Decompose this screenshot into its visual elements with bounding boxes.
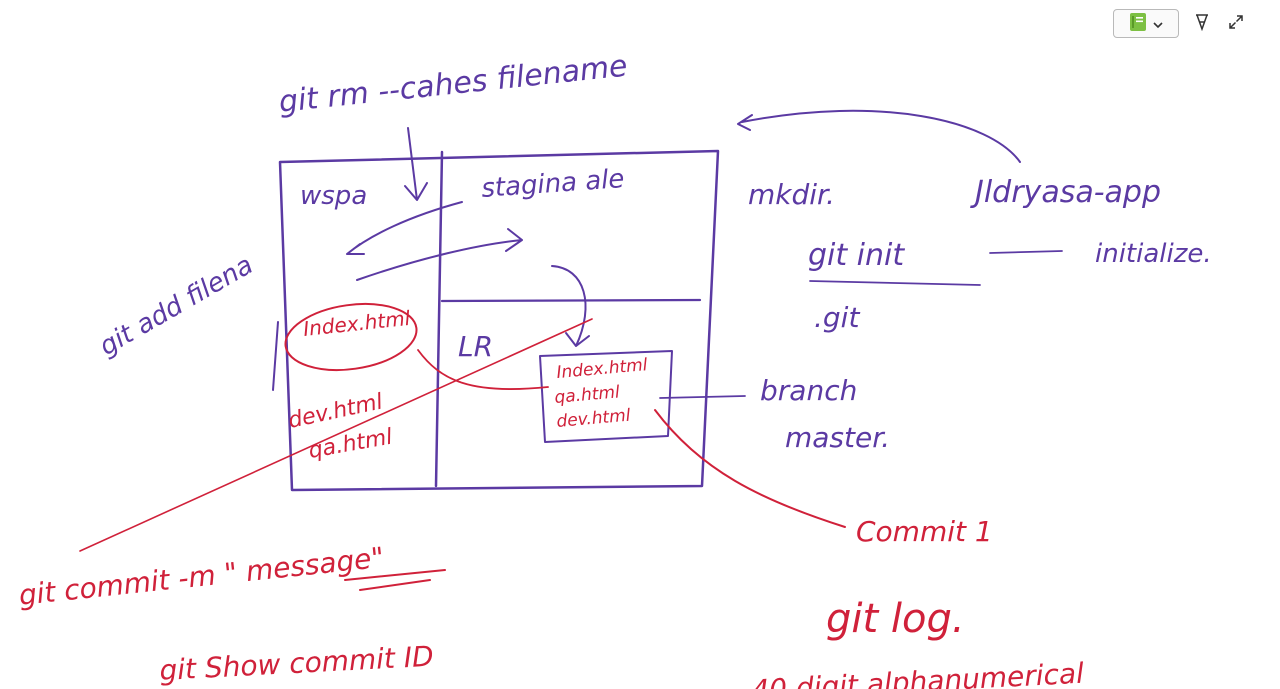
staging-to-ws-arrow [346,201,463,255]
ws-file-index: Index.html [302,306,412,341]
expand-icon [1228,14,1244,34]
git-show-text: git Show commit ID [159,640,435,687]
lr-file-qa: qa.html [554,382,621,408]
folder-name-text: Jldryasa-app [970,175,1161,210]
git-log-text: git log. [826,596,965,642]
notebook-icon [1129,12,1147,36]
ws-file-qa: qa.html [307,425,395,464]
box-vertical-divider [434,150,444,488]
commit1-link [654,409,846,528]
repo-diagram-box [278,149,720,492]
index-html-circle [284,303,418,371]
notebook-selector-button[interactable] [1113,9,1179,38]
lr-commit-box [539,350,673,443]
git-commit-text: git commit -m " message" [17,541,385,612]
local-repo-label: LR [458,330,493,363]
initialize-dash [989,250,1063,254]
git-add-text: git add filena [95,250,259,362]
pen-tip-button[interactable] [1191,13,1213,35]
message-underline-2 [359,579,431,591]
branch-pointer-line [659,395,746,399]
ws-to-staging-arrow [356,228,523,281]
commit-diagonal-line [79,318,593,552]
chevron-down-icon [1153,14,1163,33]
digit-alnum-text: 40 digit alphanumerical [751,657,1085,689]
dot-git-text: .git [814,301,860,334]
pen-tip-icon [1194,13,1210,35]
git-init-text: git init [808,238,905,273]
master-text: master. [785,421,890,454]
box-horizontal-divider [440,298,702,303]
box-left-extra-line [272,321,279,391]
index-to-lr-link [417,349,549,390]
whiteboard-toolbar [1113,9,1247,38]
git-rm-arrow [404,127,428,201]
message-underline-1 [344,569,446,581]
git-init-underline [809,280,981,286]
lr-file-dev: dev.html [556,406,632,432]
lr-file-index: Index.html [556,355,649,383]
commit-1-text: Commit 1 [856,515,993,548]
branch-text: branch [760,374,857,407]
workspace-label: wspa [300,181,367,211]
git-rm-text: git rm --cahes filename [277,49,629,120]
staging-to-lr-arrow [551,265,590,347]
initialize-text: initialize. [1095,239,1212,269]
folder-curve-arrow [737,109,1021,163]
expand-button[interactable] [1225,13,1247,35]
staging-area-label: stagina ale [480,164,625,204]
mkdir-text: mkdir. [748,178,835,211]
